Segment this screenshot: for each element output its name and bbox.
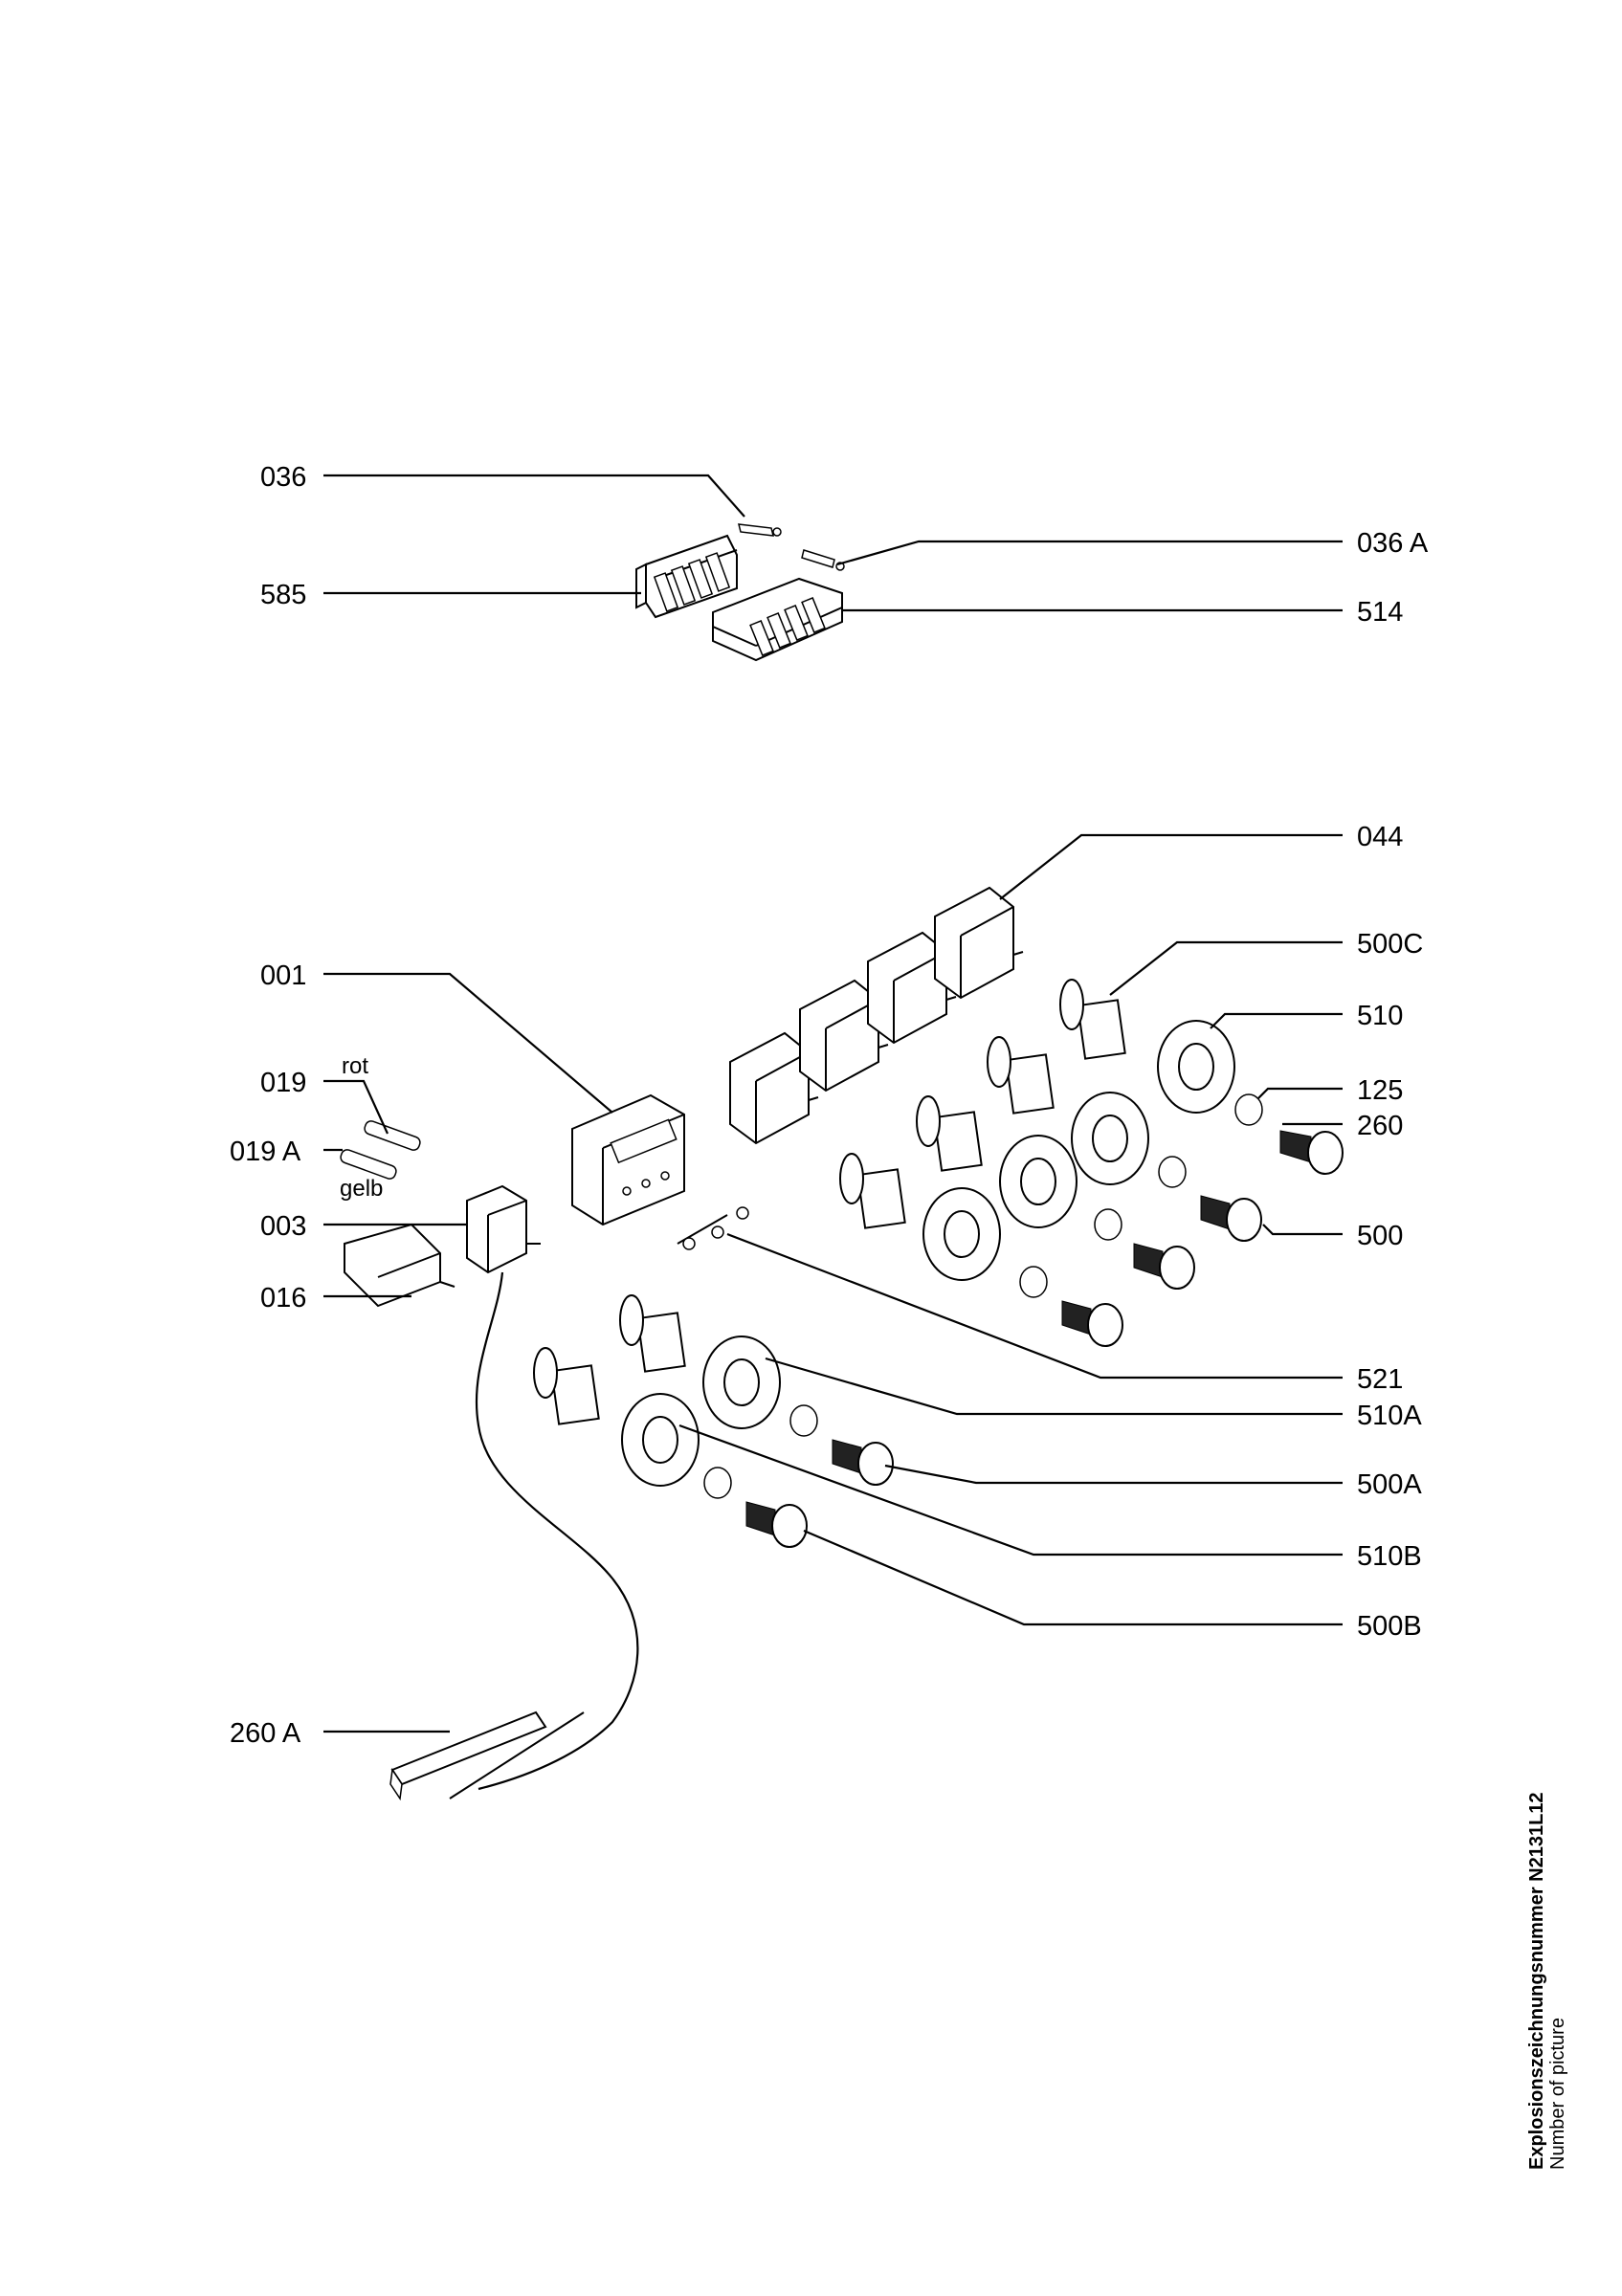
label-rot: rot [342, 1053, 368, 1079]
label-036: 036 [260, 462, 306, 493]
knob-assembly-500b [533, 1347, 808, 1548]
connector-514 [712, 577, 843, 662]
label-521: 521 [1357, 1364, 1403, 1395]
switch-block-016 [344, 1223, 455, 1308]
lamps-521 [677, 1206, 749, 1250]
display-module-001 [571, 1093, 685, 1226]
label-016: 016 [260, 1283, 306, 1314]
thermostat-003 [466, 1184, 541, 1274]
label-510a: 510A [1357, 1401, 1422, 1431]
label-001: 001 [260, 960, 306, 991]
knob-assembly-500a [619, 1294, 894, 1486]
switch-4 [934, 886, 1024, 1000]
label-510b: 510B [1357, 1541, 1422, 1572]
picture-number-subtitle: Number of picture [1547, 2018, 1568, 2170]
part-labels: 036 036 A 585 514 044 001 500C 510 019 r… [230, 462, 1429, 1749]
label-585: 585 [260, 580, 306, 610]
label-500a: 500A [1357, 1469, 1422, 1500]
picture-number-title: Explosionszeichnungsnummer N2131L12 [1526, 1792, 1547, 2170]
label-125: 125 [1357, 1075, 1403, 1106]
knob-assembly-row2 [987, 1036, 1262, 1242]
wire-sensor-260a [389, 1271, 639, 1801]
connector-585 [635, 534, 738, 619]
picture-number-block: Explosionszeichnungsnummer N2131L12 Numb… [1526, 1792, 1568, 2170]
label-514: 514 [1357, 597, 1403, 628]
connector-group [635, 523, 845, 662]
label-260: 260 [1357, 1111, 1403, 1141]
label-500b: 500B [1357, 1611, 1422, 1642]
knob-assembly-row3 [916, 1095, 1195, 1290]
label-510: 510 [1357, 1001, 1403, 1031]
label-gelb: gelb [340, 1176, 383, 1202]
label-036a: 036 A [1357, 528, 1429, 559]
label-019: 019 [260, 1068, 306, 1098]
fuse-019 [364, 1120, 421, 1151]
label-044: 044 [1357, 822, 1403, 852]
label-500: 500 [1357, 1221, 1403, 1251]
label-260a: 260 A [230, 1718, 301, 1749]
terminal-036 [738, 523, 782, 537]
fuse-019a [340, 1149, 397, 1180]
label-500c: 500C [1357, 929, 1423, 960]
switch-1 [729, 1031, 819, 1145]
switch-group-044 [729, 886, 1024, 1145]
label-003: 003 [260, 1211, 306, 1242]
knob-260 [1279, 1130, 1344, 1175]
terminal-036a [801, 549, 845, 571]
knob-assembly-row4 [839, 1153, 1123, 1347]
knob-assembly-500c [1059, 979, 1344, 1175]
switch-3 [867, 931, 957, 1045]
label-019a: 019 A [230, 1137, 301, 1167]
leader-lines [323, 474, 1343, 1733]
